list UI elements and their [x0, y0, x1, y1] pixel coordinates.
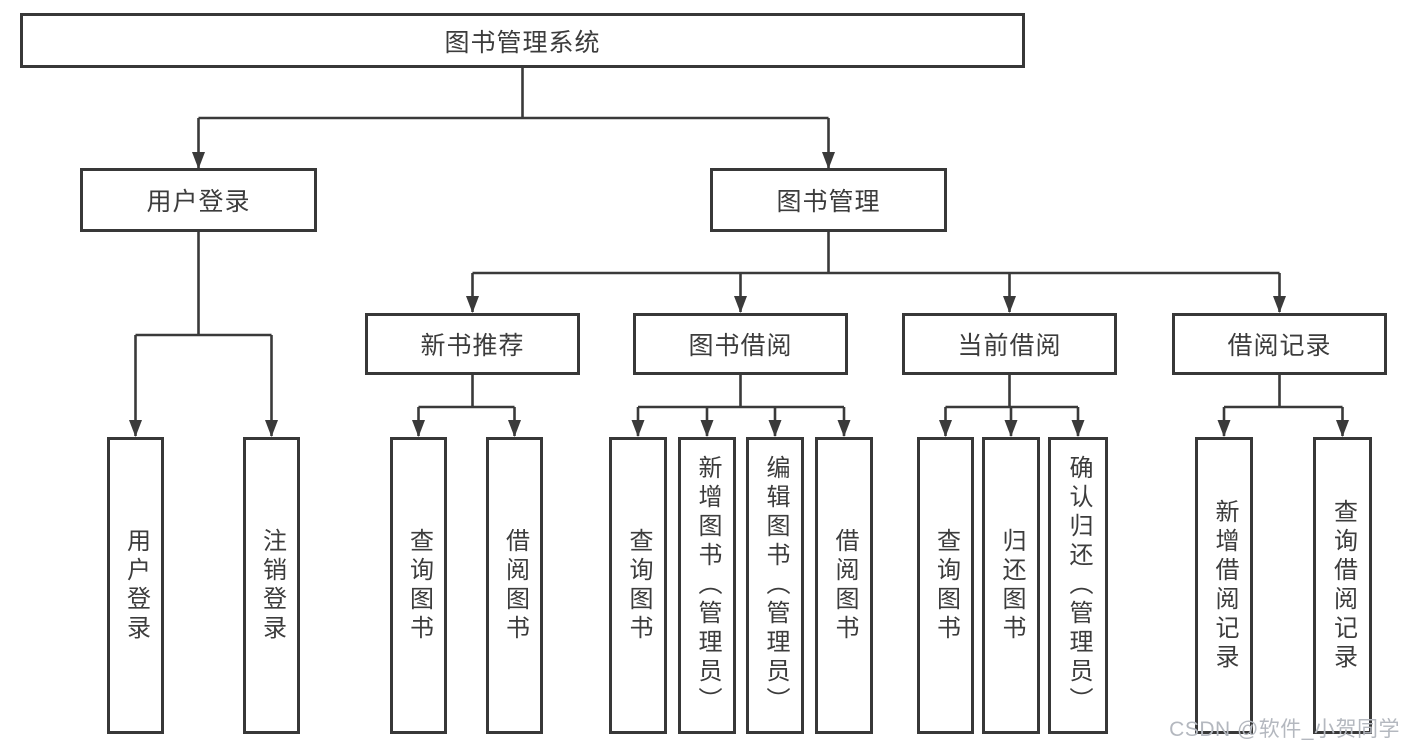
node-borrow-books-2: 借阅图书 [815, 437, 873, 734]
node-label: 图书管理系统 [444, 28, 601, 57]
node-query-borrow-record: 查询借阅记录 [1313, 437, 1372, 734]
node-query-books-2: 查询图书 [609, 437, 667, 734]
node-add-borrow-record: 新增借阅记录 [1195, 437, 1253, 734]
node-confirm-return-admin: 确认归还（管理员） [1048, 437, 1108, 734]
node-label: 编辑图书（管理员） [762, 455, 789, 716]
node-label: 借阅图书 [501, 527, 529, 644]
node-label: 新增图书（管理员） [694, 455, 721, 716]
node-label: 确认归还（管理员） [1065, 455, 1092, 716]
node-current-borrowing: 当前借阅 [902, 313, 1117, 375]
node-label: 借阅图书 [831, 527, 858, 644]
node-label: 当前借阅 [957, 332, 1062, 360]
node-add-books-admin: 新增图书（管理员） [678, 437, 736, 734]
node-label: 查询图书 [625, 527, 652, 644]
node-label: 查询图书 [932, 527, 960, 644]
node-label: 图书管理 [776, 188, 881, 216]
node-label: 新增借阅记录 [1211, 498, 1238, 673]
node-label: 注销登录 [258, 527, 286, 644]
node-book-management: 图书管理 [710, 168, 947, 232]
node-label: 新书推荐 [420, 332, 525, 360]
node-return-books: 归还图书 [982, 437, 1040, 734]
node-borrow-books-1: 借阅图书 [486, 437, 543, 734]
node-label: 用户登录 [122, 527, 150, 644]
csdn-watermark: CSDN @软件_小贺同学 [1169, 718, 1400, 741]
node-library-system: 图书管理系统 [20, 13, 1025, 68]
node-user-login: 用户登录 [80, 168, 317, 232]
node-label: 借阅记录 [1227, 332, 1332, 360]
node-borrowing-records: 借阅记录 [1172, 313, 1387, 375]
node-new-book-recommend: 新书推荐 [365, 313, 580, 375]
node-user-login-leaf: 用户登录 [107, 437, 164, 734]
node-edit-books-admin: 编辑图书（管理员） [746, 437, 804, 734]
node-query-books-1: 查询图书 [390, 437, 447, 734]
node-label: 用户登录 [146, 188, 251, 216]
node-label: 查询借阅记录 [1329, 498, 1357, 673]
node-label: 查询图书 [405, 527, 433, 644]
node-logout: 注销登录 [243, 437, 300, 734]
node-query-books-3: 查询图书 [917, 437, 974, 734]
node-label: 图书借阅 [688, 332, 793, 360]
node-label: 归还图书 [998, 527, 1025, 644]
node-book-borrowing: 图书借阅 [633, 313, 848, 375]
